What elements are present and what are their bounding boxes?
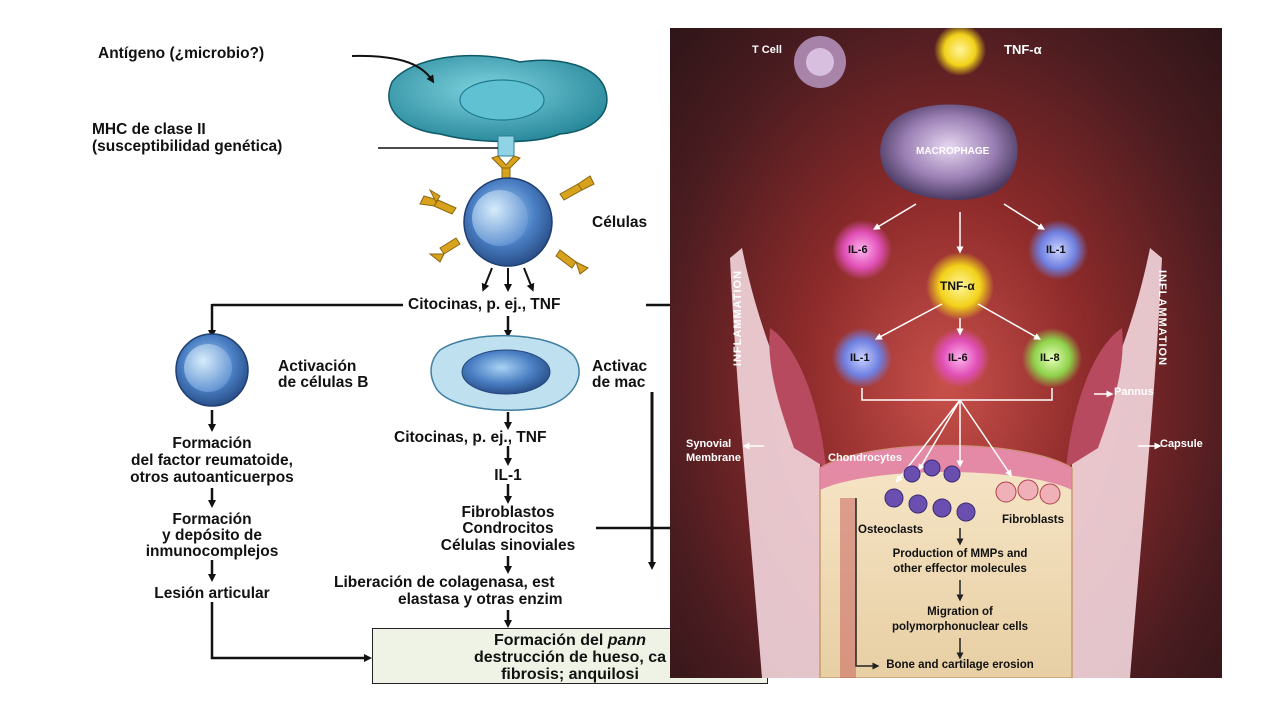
label-formacion-ic-1: Formación: [172, 511, 252, 528]
label-il6-a: IL-6: [848, 244, 868, 256]
label-il1-a: IL-1: [1046, 244, 1066, 256]
label-celulas-sinoviales: Células sinoviales: [440, 537, 576, 554]
antigen-presenting-cell: [388, 54, 608, 143]
label-tnf-top: TNF-α: [1004, 42, 1042, 57]
label-citocinas-1: Citocinas, p. ej., TNF: [408, 296, 561, 313]
mhc-receptor: [378, 135, 521, 185]
label-mhc-2: (susceptibilidad genética): [92, 138, 283, 155]
label-citocinas-2: Citocinas, p. ej., TNF: [394, 429, 547, 446]
label-activacion-mac-1: Activac: [592, 358, 648, 375]
label-migration-2: polymorphonuclear cells: [891, 621, 1029, 633]
label-activacion-mac-2: de mac: [592, 374, 646, 391]
label-inflammation-right: INFLAMMATION: [1156, 269, 1169, 367]
label-pannus: Pannus: [1114, 386, 1154, 398]
label-activacion-b-1: Activación: [278, 358, 357, 375]
label-osteoclasts: Osteoclasts: [858, 524, 924, 536]
label-formacion-fr-3: otros autoanticuerpos: [130, 469, 294, 486]
label-erosion: Bone and cartilage erosion: [886, 659, 1034, 671]
label-il1-b: IL-1: [850, 352, 870, 364]
illustration-graphics: [730, 28, 1162, 678]
label-fibroblastos: Fibroblastos: [461, 504, 555, 521]
ra-pathogenesis-illustration: T Cell TNF-α MACROPHAGE IL-6 IL-1 TNF-α …: [670, 28, 1222, 678]
label-condrocitos: Condrocitos: [462, 520, 554, 537]
final-line-3: fibrosis; anquilosi: [501, 666, 639, 683]
activated-macrophage: [430, 334, 580, 411]
label-macrophage: MACROPHAGE: [916, 146, 990, 157]
label-synovial-2: Membrane: [686, 452, 742, 464]
label-liberacion-1: Liberación de colagenasa, est: [334, 574, 555, 591]
label-capsule: Capsule: [1160, 438, 1203, 450]
label-fibroblasts: Fibroblasts: [1002, 514, 1064, 526]
label-migration-1: Migration of: [927, 606, 993, 618]
label-il6-b: IL-6: [948, 352, 968, 364]
label-lesion: Lesión articular: [154, 585, 270, 602]
final-line-1: Formación del pann: [493, 632, 646, 649]
label-activacion-b-2: de células B: [278, 374, 369, 391]
label-synovial-1: Synovial: [686, 438, 732, 450]
label-formacion-fr-2: del factor reumatoide,: [131, 452, 293, 469]
label-chondrocytes: Chondrocytes: [828, 452, 902, 464]
label-liberacion-2: elastasa y otras enzim: [398, 591, 563, 608]
t-cell: [419, 175, 595, 275]
label-mhc-1: MHC de clase II: [92, 121, 206, 138]
label-antigeno: Antígeno (¿microbio?): [98, 45, 265, 62]
label-il1: IL-1: [494, 467, 522, 484]
label-celulas: Células: [592, 214, 648, 231]
label-formacion-ic-3: inmunocomplejos: [145, 543, 279, 560]
b-cell: [175, 333, 249, 407]
label-tnf-mid: TNF-α: [940, 279, 975, 293]
label-mmps-2: other effector molecules: [893, 563, 1027, 575]
label-formacion-fr-1: Formación: [172, 435, 252, 452]
final-line-2: destrucción de hueso, ca: [473, 649, 667, 666]
antigen-arrow: [351, 54, 435, 84]
label-t-cell: T Cell: [752, 44, 782, 56]
label-il8: IL-8: [1040, 352, 1060, 364]
label-formacion-ic-2: y depósito de: [162, 527, 262, 544]
label-mmps-1: Production of MMPs and: [892, 548, 1028, 560]
label-inflammation-left: INFLAMMATION: [732, 269, 745, 367]
